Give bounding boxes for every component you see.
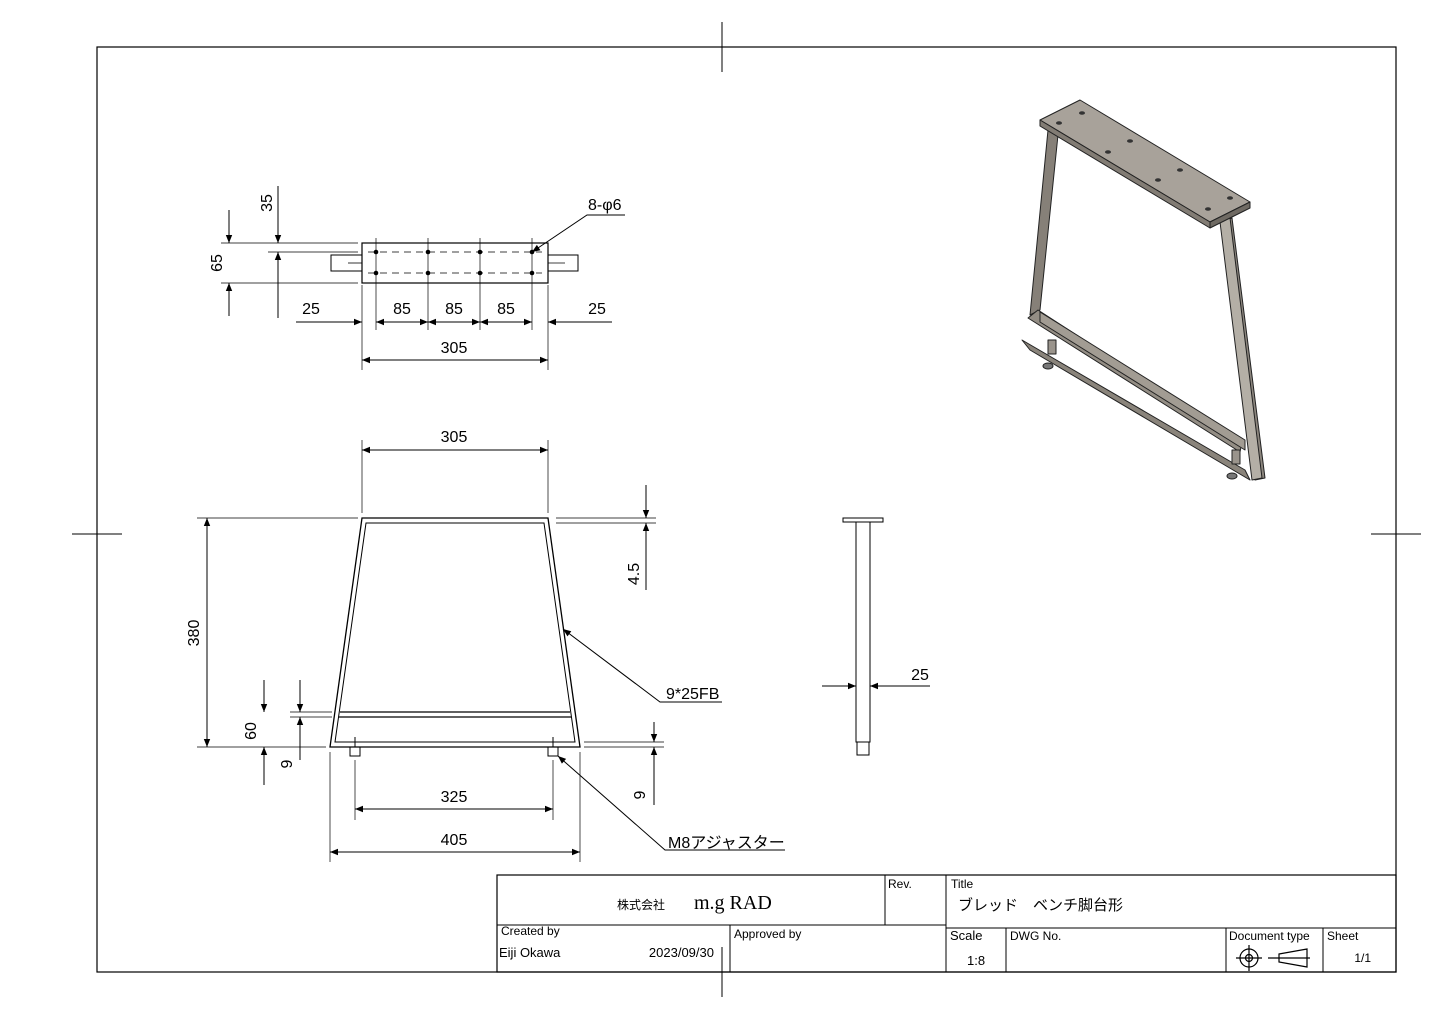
dim-4-5: 4.5 [626, 563, 643, 585]
company-prefix: 株式会社 [617, 897, 665, 912]
dim-405: 405 [441, 832, 468, 849]
dim-25-side: 25 [911, 667, 929, 684]
scale-label: Scale [950, 928, 983, 943]
adjuster-left [349, 737, 361, 757]
dim-85-a: 85 [393, 301, 411, 318]
hole-callout: 8-φ6 [588, 197, 622, 214]
projection-symbol [1236, 945, 1310, 971]
dim-25-left: 25 [302, 301, 320, 318]
created-by-label: Created by [501, 924, 560, 938]
dim-380: 380 [186, 620, 203, 647]
dim-9-left: 9 [279, 759, 296, 768]
adjuster-right [547, 737, 559, 757]
dim-325: 325 [441, 789, 468, 806]
isometric-view [1021, 99, 1266, 481]
dim-35: 35 [259, 194, 276, 212]
title-label: Title [951, 877, 974, 891]
front-view [197, 440, 785, 862]
title-block [496, 874, 1397, 973]
created-date: 2023/09/30 [649, 945, 714, 960]
iso-mounting-holes [1056, 111, 1233, 211]
dim-305-front: 305 [441, 429, 468, 446]
dim-65: 65 [209, 254, 226, 272]
document-type-label: Document type [1229, 929, 1310, 943]
mounting-holes [373, 249, 535, 276]
sheet-label: Sheet [1327, 929, 1359, 943]
approved-by-label: Approved by [734, 927, 801, 941]
dim-85-b: 85 [445, 301, 463, 318]
drawing-title: ブレッド ベンチ脚台形 [958, 896, 1123, 914]
scale-value: 1:8 [967, 953, 985, 968]
created-by-value: Eiji Okawa [499, 945, 561, 960]
rev-label: Rev. [888, 877, 912, 891]
dim-85-c: 85 [497, 301, 515, 318]
top-view [221, 186, 625, 370]
side-view [822, 517, 930, 756]
dwg-no-label: DWG No. [1010, 929, 1061, 943]
sheet-value: 1/1 [1354, 951, 1371, 965]
adjuster-callout: M8アジャスター [668, 834, 785, 852]
dim-9-right: 9 [632, 790, 649, 799]
dim-305-top: 305 [441, 340, 468, 357]
dim-25-right: 25 [588, 301, 606, 318]
flat-bar-callout: 9*25FB [666, 686, 719, 703]
dim-60: 60 [243, 722, 260, 740]
company-name: m.g RAD [694, 892, 772, 914]
